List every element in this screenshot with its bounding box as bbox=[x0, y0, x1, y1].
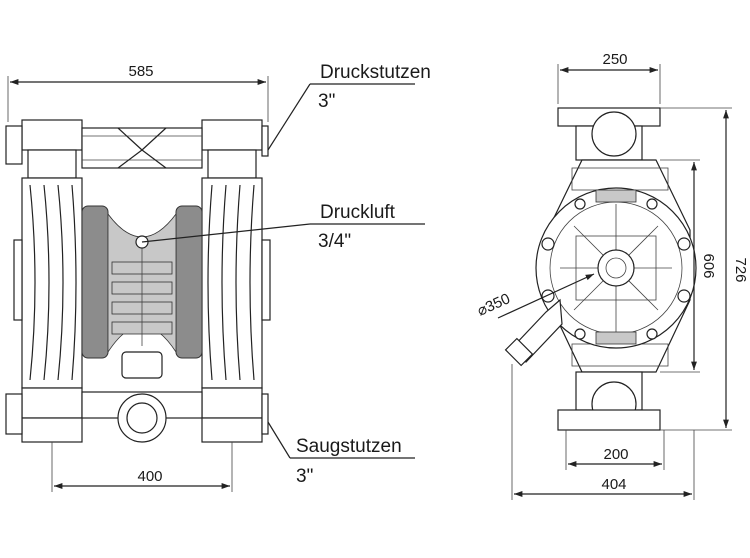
side-housing bbox=[504, 159, 697, 373]
dimension-height-inner-label: 606 bbox=[700, 253, 717, 278]
pressure-port-size: 3" bbox=[318, 91, 335, 112]
center-body bbox=[81, 205, 203, 379]
dimension-flange-width: 250 bbox=[557, 51, 661, 104]
leader-air-inlet: Druckluft 3/4" bbox=[141, 202, 425, 252]
dimension-total-width-label: 585 bbox=[128, 63, 153, 80]
right-chamber bbox=[201, 177, 271, 389]
air-inlet-size: 3/4" bbox=[318, 231, 351, 252]
dimension-flange-width-label: 250 bbox=[602, 51, 627, 68]
dimension-port-spacing: 400 bbox=[51, 442, 233, 492]
pressure-port-label: Druckstutzen bbox=[320, 62, 431, 83]
side-view: 250 bbox=[475, 51, 749, 500]
dimension-base-inner: 200 bbox=[565, 430, 665, 470]
side-bottom-port bbox=[557, 371, 661, 431]
bottom-manifold bbox=[5, 387, 269, 443]
leader-pressure-port: Druckstutzen 3" bbox=[267, 62, 431, 151]
dimension-total-width: 585 bbox=[7, 63, 269, 122]
dimension-base-total-label: 404 bbox=[601, 476, 626, 493]
air-inlet-label: Druckluft bbox=[320, 202, 396, 223]
dimension-height-inner: 606 bbox=[660, 159, 717, 373]
suction-port-label: Saugstutzen bbox=[296, 436, 402, 457]
dimension-diaphragm-label: ⌀350 bbox=[475, 290, 513, 319]
front-view: 585 bbox=[5, 62, 431, 492]
top-manifold bbox=[5, 119, 269, 179]
dimension-port-spacing-label: 400 bbox=[137, 468, 162, 485]
side-top-port bbox=[557, 107, 661, 161]
leader-suction-port: Saugstutzen 3" bbox=[267, 421, 415, 487]
suction-port-size: 3" bbox=[296, 466, 313, 487]
dimension-height-total: 726 bbox=[660, 107, 749, 431]
dimension-base-inner-label: 200 bbox=[603, 446, 628, 463]
dimension-height-total-label: 726 bbox=[732, 257, 749, 282]
left-chamber bbox=[13, 177, 83, 389]
dimension-base-total: 404 bbox=[511, 364, 695, 500]
